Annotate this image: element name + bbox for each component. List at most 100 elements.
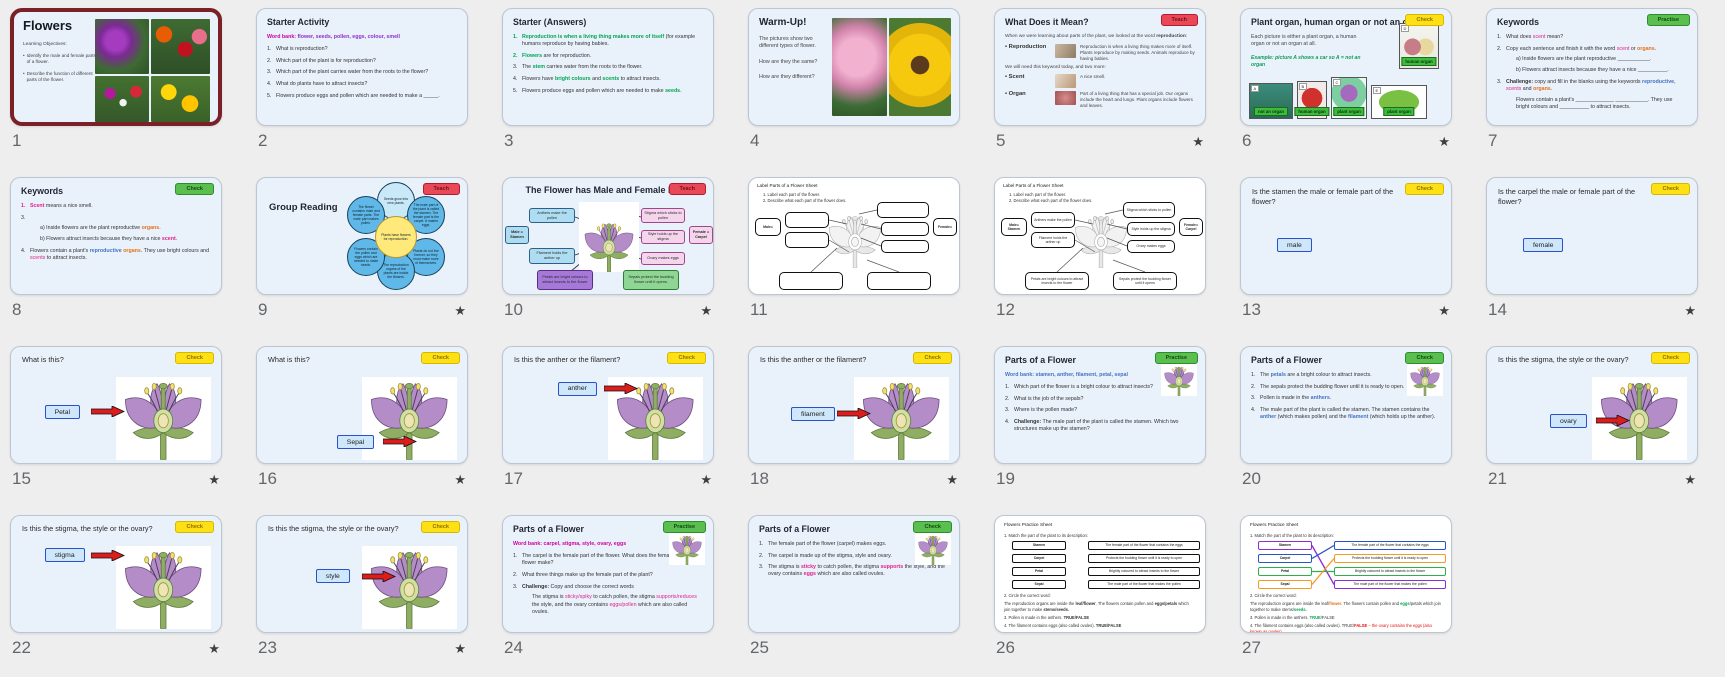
bullet-glyph: •: [23, 53, 25, 58]
slide-thumbnail-13[interactable]: Is the stamen the male or female part of…: [1240, 177, 1452, 295]
slide-thumbnail-17[interactable]: Is this the anther or the filament? anthe…: [502, 346, 714, 464]
sheet-title: Flowers Practice Sheet: [1004, 522, 1053, 527]
text-segment: Which part of the plant is for reproduct…: [276, 57, 376, 64]
match-right-box: Brightly coloured to attract insects to …: [1334, 567, 1446, 577]
transition-star-icon[interactable]: ★: [1438, 302, 1450, 318]
bullet-glyph: •: [1005, 44, 1009, 51]
slide-thumbnail-26[interactable]: Flowers Practice Sheet 1. Match the part …: [994, 515, 1206, 633]
list-item: 1.Scent means a nice smell.: [21, 203, 211, 210]
slide-thumbnail-6[interactable]: Plant organ, human organ or not an organ…: [1240, 8, 1452, 126]
text-segment: :: [1185, 33, 1188, 39]
item-number: 3.: [21, 214, 26, 221]
transition-star-icon[interactable]: ★: [700, 302, 712, 318]
transition-star-icon[interactable]: ★: [208, 471, 220, 487]
transition-star-icon[interactable]: ★: [946, 471, 958, 487]
item-number: 2.: [1251, 383, 1256, 390]
text-segment: sticky: [800, 564, 816, 571]
list-item: 3.Which part of the plant carries water …: [267, 69, 457, 76]
item-number: 3.: [513, 64, 518, 71]
slide-thumbnail-5[interactable]: What Does it Mean?When we were learning …: [994, 8, 1206, 126]
slide-title: Keywords: [1497, 17, 1540, 27]
slide-thumbnail-4[interactable]: Warm-Up!The pictures show two different …: [748, 8, 960, 126]
item-text: What do plants have to attract insects?: [276, 81, 457, 88]
text-segment: Challenge:: [522, 583, 550, 590]
text-segment: means a nice smell.: [44, 202, 93, 209]
practise-badge: Practise: [1646, 14, 1690, 27]
organ-label: not an organ: [1253, 107, 1289, 116]
slide-number-row: 20: [1240, 469, 1452, 489]
tile-letter: B: [1299, 83, 1307, 90]
text-segment: ,: [1674, 78, 1676, 85]
slide-number-row: 18★: [748, 469, 960, 489]
sheet-title: Flowers Practice Sheet: [1250, 522, 1299, 527]
transition-star-icon[interactable]: ★: [700, 471, 712, 487]
question-list: 1.Reproduction is when a living thing ma…: [513, 34, 703, 95]
transition-star-icon[interactable]: ★: [454, 640, 466, 656]
keyword-desc: Part of a living thing that has a specia…: [1080, 91, 1193, 109]
flower-diagram-image: [608, 377, 703, 460]
poppies-photo: [151, 19, 210, 74]
transition-star-icon[interactable]: ★: [208, 640, 220, 656]
slide-thumbnail-3[interactable]: Starter (Answers)1.Reproduction is when …: [502, 8, 714, 126]
slide-thumbnail-21[interactable]: Is this the stigma, the style or the ova…: [1486, 346, 1698, 464]
sepals-sheet-box: Sepals protect the budding flower until …: [1113, 272, 1177, 290]
transition-star-icon[interactable]: ★: [1192, 133, 1204, 149]
transition-star-icon[interactable]: ★: [454, 471, 466, 487]
transition-star-icon[interactable]: ★: [1438, 133, 1450, 149]
answer-box: anther: [557, 381, 597, 396]
flower-diagram-image: [362, 546, 457, 629]
match-left-box: Sepal: [1012, 580, 1066, 590]
text-segment: to catch pollen, the stigma: [816, 564, 881, 571]
flower-diagram-image: [1407, 364, 1443, 396]
slide-thumbnail-22[interactable]: Is this the stigma, the style or the ova…: [10, 515, 222, 633]
sepals-label-box: Sepals protect the budding flower until …: [623, 270, 679, 290]
text-segment: organs: [1637, 45, 1655, 52]
transition-star-icon[interactable]: ★: [1684, 302, 1696, 318]
transition-star-icon[interactable]: ★: [454, 302, 466, 318]
list-item: 4.The male part of the plant is called t…: [1251, 407, 1441, 421]
transition-star-icon[interactable]: ★: [1684, 471, 1696, 487]
flower-diagram-image: [579, 202, 639, 272]
text-segment: TRUE/FALSE: [1063, 615, 1090, 621]
text-segment: to attract insects.: [45, 254, 87, 261]
text-segment: 3. Pollen is made in the anthers.: [1004, 615, 1064, 621]
item-number: 2.: [1005, 395, 1010, 402]
slide-thumbnail-18[interactable]: Is this the anther or the filament?filam…: [748, 346, 960, 464]
item-text: a) Inside flowers are the plant reproduc…: [1516, 56, 1687, 63]
slide-thumbnail-14[interactable]: Is the carpel the male or female part of…: [1486, 177, 1698, 295]
slide-number-row: 11: [748, 300, 960, 320]
slide-thumbnail-23[interactable]: Is this the stigma, the style or the ova…: [256, 515, 468, 633]
item-number: 3.: [1251, 395, 1256, 402]
item-text: Challenge: copy and fill in the blanks u…: [1506, 79, 1687, 93]
question-text: Is this the anther or the filament?: [514, 355, 621, 364]
rabbits-photo: [1055, 44, 1076, 59]
bullet-glyph: •: [1005, 91, 1009, 98]
mid-text: We will need this keyword today, and two…: [1005, 64, 1106, 70]
slide-title: Parts of a Flower: [1005, 355, 1076, 365]
text-segment: Flowers contain a plant's _____________ …: [1516, 96, 1673, 110]
text-segment: What is the job of the sepals?: [1014, 395, 1084, 402]
text-segment: Flowers: [522, 52, 543, 59]
question-1: 1. Match the part of the plant to its de…: [1004, 532, 1088, 538]
stigma-label-box: Stigma which sticks to pollen: [641, 208, 685, 223]
check-yellow-badge: Check: [1651, 183, 1690, 196]
